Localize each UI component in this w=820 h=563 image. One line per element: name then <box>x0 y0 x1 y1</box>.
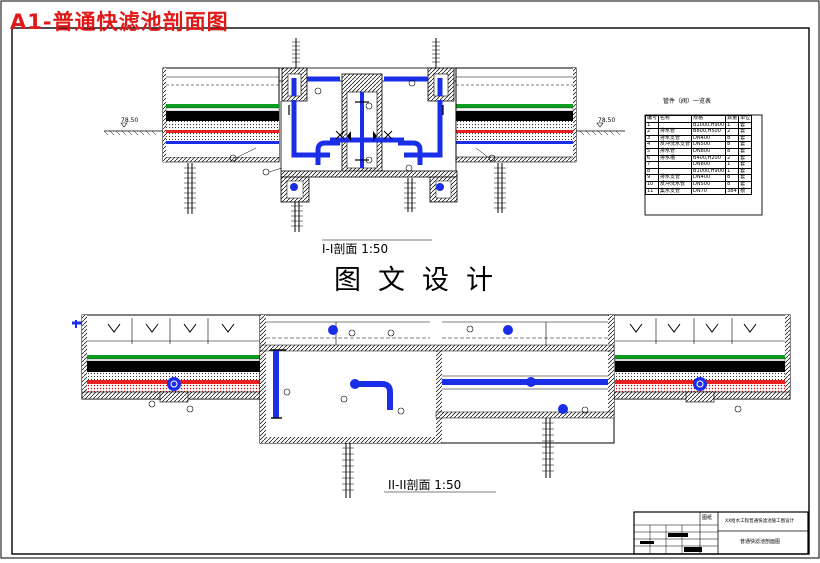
elevation-left: 78.50 <box>121 117 139 124</box>
table-cell <box>658 161 693 169</box>
title-block-frame <box>633 511 809 555</box>
section-1 <box>103 38 625 241</box>
watermark: 图文设计 <box>334 265 510 296</box>
inner-border <box>11 27 810 555</box>
elevation-right: 78.50 <box>598 117 616 124</box>
title-block-drawing: 普通快滤池剖面图 <box>740 539 781 545</box>
section-1-caption: I-I剖面 1:50 <box>322 242 389 256</box>
table-title: 管件（阀）一览表 <box>663 98 712 105</box>
drawing-title: A1-普通快滤池剖面图 <box>10 10 229 34</box>
table-cell: 排水槽 <box>658 154 693 163</box>
title-block-label: 图纸 <box>702 515 713 521</box>
table-cell: 384 <box>725 187 740 196</box>
table-cell: 集水支管 <box>658 187 693 196</box>
table-cell: 根 <box>738 187 753 196</box>
section-2 <box>72 314 791 498</box>
table-header-row: 编号 名称 规格 数量 单位 <box>644 115 753 123</box>
title-block-project: XX给水工程普通快滤池施工图设计 <box>725 519 795 524</box>
section-2-caption: II-II剖面 1:50 <box>388 478 462 492</box>
table-cell: 11 <box>644 187 660 196</box>
table-header-cell: 名称 <box>658 115 693 123</box>
table-cell: DN70 <box>691 187 727 196</box>
